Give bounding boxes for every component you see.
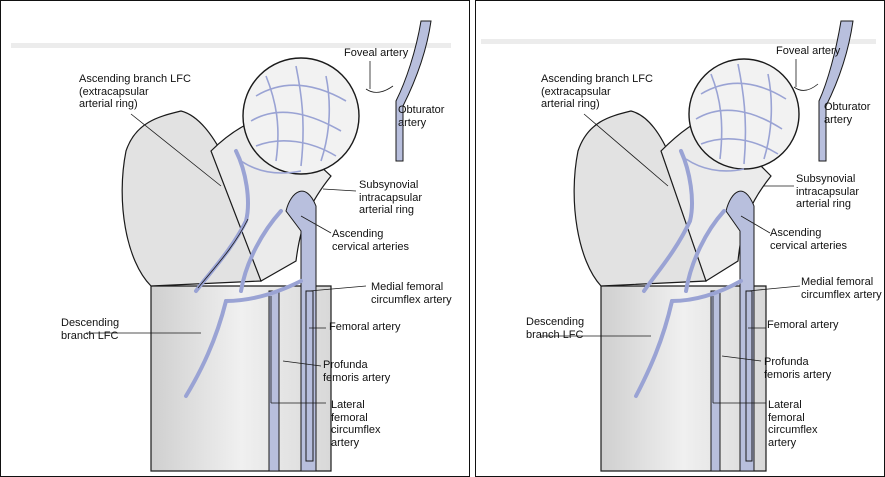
foveal-artery-label-right: Foveal artery	[776, 45, 840, 58]
descending-branch-label: Descending branch LFC	[61, 317, 119, 342]
ascending-branch-label-right: Ascending branch LFC (extracapsular arte…	[541, 73, 653, 111]
ascending-cervical-label-right: Ascending cervical arteries	[770, 227, 847, 252]
right-diagram-panel: Foveal artery Obturator artery Ascending…	[475, 0, 885, 477]
foveal-artery-label: Foveal artery	[344, 47, 408, 60]
left-diagram-panel: Foveal artery Obturator artery Ascending…	[0, 0, 470, 477]
profunda-femoris-label-right: Profunda femoris artery	[764, 356, 831, 381]
femoral-artery-label: Femoral artery	[329, 321, 401, 334]
obturator-artery-label: Obturator artery	[398, 104, 444, 129]
medial-femoral-label: Medial femoral circumflex artery	[371, 281, 452, 306]
femoral-artery-label-right: Femoral artery	[767, 319, 839, 332]
lateral-femoral-label: Lateral femoral circumflex artery	[331, 399, 381, 449]
descending-branch-label-right: Descending branch LFC	[526, 316, 584, 341]
ascending-branch-label: Ascending branch LFC (extracapsular arte…	[79, 73, 191, 111]
profunda-femoris-label: Profunda femoris artery	[323, 359, 390, 384]
lateral-femoral-label-right: Lateral femoral circumflex artery	[768, 399, 818, 449]
ascending-cervical-label: Ascending cervical arteries	[332, 228, 409, 253]
subsynovial-ring-label-right: Subsynovial intracapsular arterial ring	[796, 173, 859, 211]
obturator-artery-label-right: Obturator artery	[824, 101, 870, 126]
medial-femoral-label-right: Medial femoral circumflex artery	[801, 276, 882, 301]
subsynovial-ring-label: Subsynovial intracapsular arterial ring	[359, 179, 422, 217]
